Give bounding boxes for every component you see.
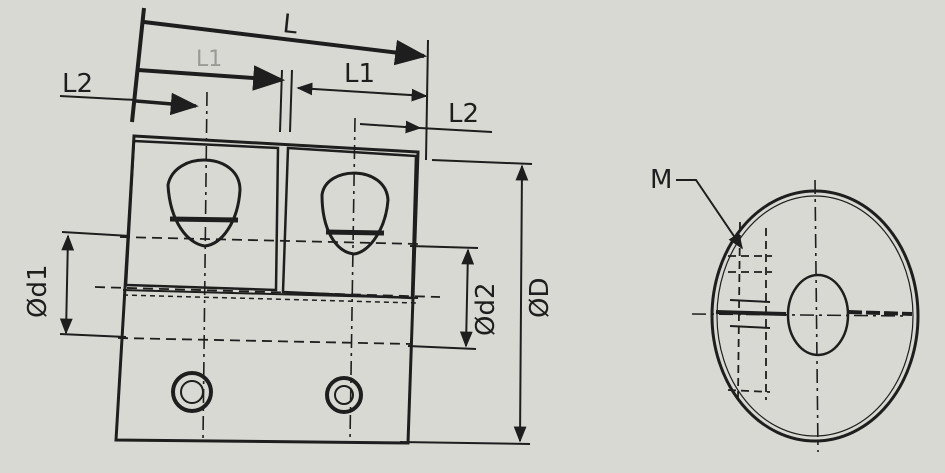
label-D: ØD <box>525 278 555 319</box>
label-d1: Ød1 <box>23 264 53 318</box>
screw-head-right <box>320 171 390 256</box>
dim-L <box>143 20 428 66</box>
bottom-hole-right <box>325 376 363 414</box>
front-view <box>94 91 441 445</box>
label-d2: Ød2 <box>471 282 501 336</box>
clamp-window-right <box>281 146 418 300</box>
dim-L-faint <box>137 65 286 91</box>
label-L2-left: L2 <box>62 69 93 99</box>
label-L1: L1 <box>344 59 375 89</box>
dim-L1 <box>296 82 428 102</box>
bottom-hole-left <box>171 371 213 413</box>
bore-hidden-lines <box>94 236 441 345</box>
dim-L2-left <box>59 95 137 101</box>
screw-head-left <box>166 158 242 248</box>
dim-d2 <box>459 248 475 348</box>
left-extension-line <box>130 7 146 123</box>
clamp-window-left <box>124 139 280 292</box>
side-view <box>676 179 920 453</box>
dimension-lines <box>59 7 533 445</box>
dim-L2-right <box>359 120 422 134</box>
leader-M <box>676 179 743 250</box>
label-L-faint: L1 <box>196 47 222 72</box>
label-M: M <box>650 165 672 195</box>
dim-D <box>513 164 529 443</box>
side-slit <box>847 310 913 316</box>
label-L2-right: L2 <box>448 99 479 129</box>
center-lines <box>202 91 356 441</box>
dim-d1 <box>59 234 75 335</box>
label-L: L <box>281 9 299 40</box>
